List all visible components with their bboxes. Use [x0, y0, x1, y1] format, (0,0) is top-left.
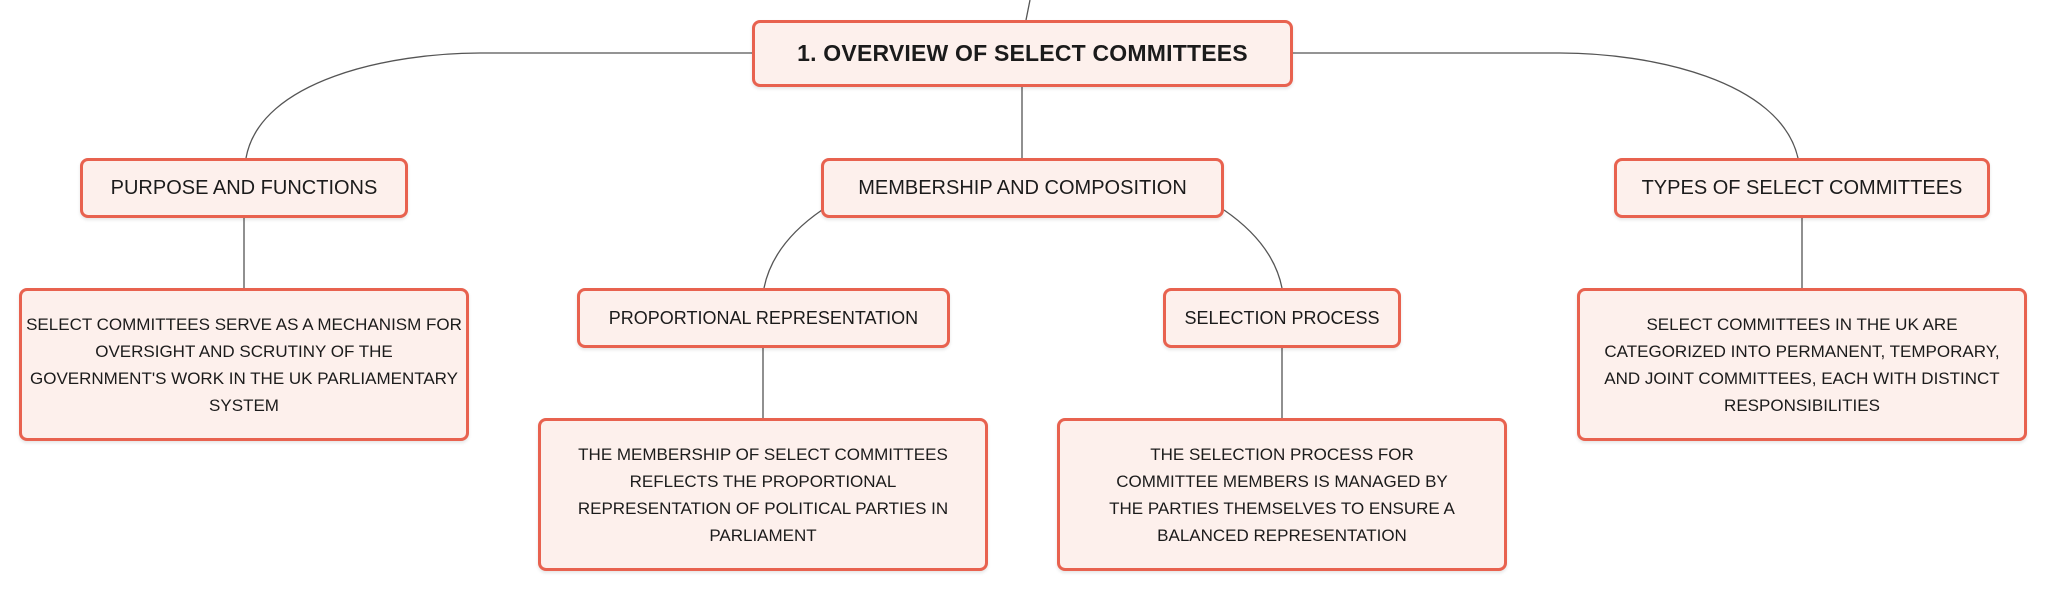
selection-process-detail-node[interactable]: THE SELECTION PROCESS FOR COMMITTEE MEMB…	[1057, 418, 1507, 571]
purpose-detail-node[interactable]: SELECT COMMITTEES SERVE AS A MECHANISM F…	[19, 288, 469, 441]
connector-from-parent	[1025, 0, 1031, 21]
membership-and-composition-node[interactable]: MEMBERSHIP AND COMPOSITION	[821, 158, 1224, 218]
connector-membership-selection	[1223, 209, 1283, 289]
root-topic-node[interactable]: 1. OVERVIEW OF SELECT COMMITTEES	[752, 20, 1293, 87]
connector-root-types	[1293, 52, 1799, 159]
types-detail-node[interactable]: SELECT COMMITTEES IN THE UK ARE CATEGORI…	[1577, 288, 2027, 441]
connector-root-purpose	[245, 52, 752, 159]
types-of-select-committees-node[interactable]: TYPES OF SELECT COMMITTEES	[1614, 158, 1990, 218]
selection-process-node[interactable]: SELECTION PROCESS	[1163, 288, 1401, 348]
proportional-representation-detail-node[interactable]: THE MEMBERSHIP OF SELECT COMMITTEES REFL…	[538, 418, 988, 571]
purpose-and-functions-node[interactable]: PURPOSE AND FUNCTIONS	[80, 158, 408, 218]
proportional-representation-node[interactable]: PROPORTIONAL REPRESENTATION	[577, 288, 950, 348]
connector-membership-proportional	[763, 209, 823, 289]
